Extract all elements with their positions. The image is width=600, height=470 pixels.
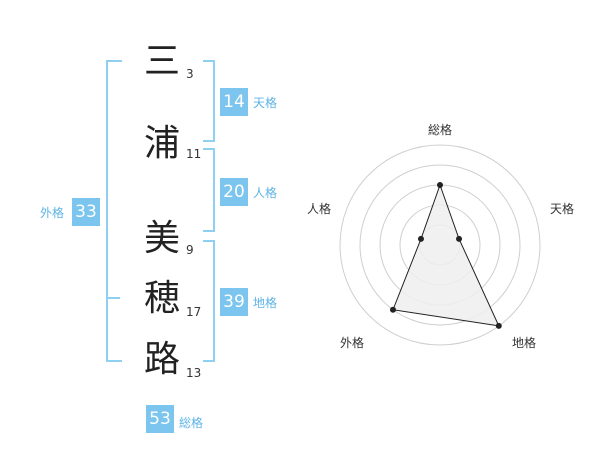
jinkaku-bracket	[203, 148, 215, 232]
stroke-count-2: 11	[186, 147, 202, 161]
jinkaku-label: 人格	[253, 186, 278, 200]
soukaku-label: 総格	[179, 416, 204, 430]
jinkaku-value: 20	[220, 178, 248, 206]
radar-axis-label-2: 地格	[512, 335, 536, 350]
chikaku-value: 39	[220, 288, 248, 316]
radar-point-0	[437, 182, 443, 188]
stroke-count-3: 9	[186, 243, 194, 257]
gaikaku-label: 外格	[40, 206, 65, 220]
tenkaku-bracket	[203, 60, 215, 142]
radar-area	[392, 183, 500, 327]
name-char-3: 美	[143, 218, 180, 259]
radar-axis-label-4: 人格	[307, 201, 331, 216]
name-char-2: 浦	[143, 123, 180, 164]
soukaku-value: 53	[146, 405, 174, 433]
stroke-count-4: 17	[186, 305, 202, 319]
radar-point-3	[389, 306, 396, 313]
name-char-4: 穂	[143, 278, 180, 319]
name-char-1: 三	[143, 41, 180, 82]
radar-point-4	[417, 235, 424, 242]
gaikaku-bracket	[106, 60, 122, 362]
radar-point-2	[495, 322, 502, 329]
gaikaku-value: 33	[72, 198, 100, 226]
tenkaku-label: 天格	[253, 96, 278, 110]
gaikaku-bracket-tick	[106, 297, 120, 299]
radar-axis-label-0: 総格	[428, 122, 452, 137]
stroke-count-1: 3	[186, 67, 194, 81]
chikaku-label: 地格	[253, 296, 278, 310]
stroke-count-5: 13	[186, 366, 202, 380]
chikaku-bracket	[203, 240, 215, 362]
radar-grid-ring	[339, 144, 541, 346]
radar-grid-ring	[359, 164, 521, 326]
tenkaku-value: 14	[220, 88, 248, 116]
radar-point-1	[456, 235, 463, 242]
radar-chart: 総格 天格 地格 外格 人格	[307, 122, 574, 350]
radar-axis-label-1: 天格	[550, 201, 574, 216]
radar-points	[389, 182, 502, 329]
name-char-5: 路	[143, 339, 180, 380]
radar-axis-label-3: 外格	[340, 335, 364, 350]
